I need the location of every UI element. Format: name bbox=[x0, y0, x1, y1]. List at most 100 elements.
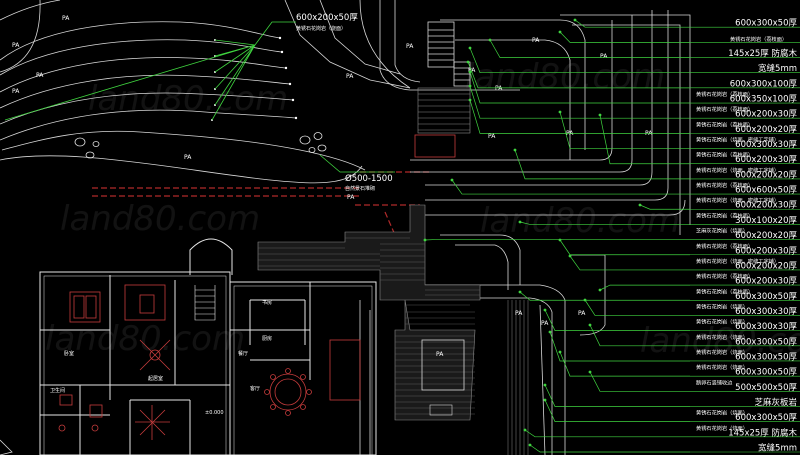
left-leader-lines bbox=[4, 39, 256, 121]
watermark-text: land80.com bbox=[45, 319, 245, 359]
legend-material-size: 600x200x20厚 bbox=[735, 170, 797, 180]
legend-material-note: 黄锈石花岗岩（荔枝面） bbox=[696, 287, 753, 295]
legend-leader bbox=[467, 61, 690, 89]
legend-leader bbox=[559, 111, 690, 149]
pa-label: PA bbox=[406, 43, 414, 50]
legend-leader bbox=[529, 444, 690, 453]
legend-material-note: 黄锈石花岗岩（荔枝面） bbox=[696, 151, 753, 159]
leader-endpoint bbox=[513, 148, 517, 152]
legend-material-size: 600x300x50厚 bbox=[735, 292, 797, 302]
leader-endpoint bbox=[468, 46, 472, 50]
legend-material-note: 黄锈石花岗岩（烧面） bbox=[696, 409, 748, 417]
legend-material-size: 600x200x20厚 bbox=[735, 231, 797, 241]
boulder-group bbox=[74, 132, 327, 159]
legend-material-note: 鹅卵石竖铺收边 bbox=[696, 378, 733, 386]
stair-in-building bbox=[194, 285, 216, 321]
legend-material-note: 黄锈石花岗岩（荔枝面） bbox=[696, 120, 753, 128]
legend-material-size: 600x200x30厚 bbox=[735, 201, 797, 211]
legend-leader bbox=[519, 291, 690, 301]
leader-endpoint bbox=[488, 38, 492, 42]
boulder-note: 自然景石堆砌 bbox=[345, 185, 375, 192]
leader-endpoint bbox=[598, 288, 602, 292]
pa-label: PA bbox=[12, 88, 20, 95]
leader-endpoint bbox=[568, 254, 572, 258]
paving-grid bbox=[258, 237, 480, 415]
legend-material-note: 黄锈石花岗岩（荔枝面） bbox=[696, 242, 753, 250]
legend-leader bbox=[451, 179, 690, 195]
legend-material-size: 600x300x30厚 bbox=[735, 140, 797, 150]
legend-leader bbox=[544, 399, 690, 423]
legend-material-size: 芝麻灰板岩 bbox=[754, 397, 797, 408]
legend-leader bbox=[559, 239, 690, 256]
legend-material-note: 黄锈石花岗岩（荔枝面） bbox=[730, 35, 787, 43]
legend-leader bbox=[639, 204, 690, 210]
pa-label: PA bbox=[488, 133, 496, 140]
legend-leader bbox=[469, 47, 690, 74]
room-label-bedroom: 卧室 bbox=[64, 350, 74, 357]
central-plaza bbox=[379, 0, 520, 91]
leader-endpoint bbox=[450, 178, 454, 182]
legend-material-note: 黄锈石花岗岩（烧面） bbox=[696, 333, 748, 341]
legend-material-note: 黄锈石花岗岩（烧面，密缝工字铺） bbox=[696, 136, 779, 144]
pa-label: PA bbox=[495, 85, 503, 92]
pa-label: PA bbox=[62, 15, 70, 22]
concentric-arcs bbox=[359, 10, 691, 455]
legend-material-size: 600x600x50厚 bbox=[735, 186, 797, 196]
legend-material-size: 600x350x100厚 bbox=[730, 95, 798, 105]
boulder-callout: Ø500-1500 自然景石堆砌 bbox=[319, 154, 395, 192]
legend-leader-dots bbox=[423, 18, 642, 447]
legend-material-size: 600x200x30厚 bbox=[735, 155, 797, 165]
central-pavilion bbox=[421, 339, 465, 391]
leader-endpoint bbox=[598, 113, 602, 117]
legend-material-size: 600x300x30厚 bbox=[735, 322, 797, 332]
legend-material-size: 600x300x100厚 bbox=[730, 79, 798, 89]
legend-material-note: 黄锈石花岗岩（荔枝面） bbox=[696, 272, 753, 280]
legend-material-note: 黄锈石花岗岩（荔枝面） bbox=[696, 211, 753, 219]
building-floor-plan bbox=[39, 238, 377, 455]
legend-material-note: 黄锈石花岗岩（烧面，密缝工字铺） bbox=[696, 166, 779, 174]
leader-endpoint bbox=[543, 383, 547, 387]
legend-leader bbox=[599, 284, 690, 291]
legend-material-size: 600x300x30厚 bbox=[735, 307, 797, 317]
leader-endpoint bbox=[466, 60, 470, 64]
legend-leader bbox=[519, 221, 690, 225]
legend-material-size: 600x200x30厚 bbox=[735, 246, 797, 256]
room-label-dining: 餐厅 bbox=[238, 350, 248, 357]
legend-material-size: 500x500x50厚 bbox=[735, 383, 797, 393]
legend-leader bbox=[514, 149, 690, 180]
leader-endpoint bbox=[523, 428, 527, 432]
legend-material-note: 黄锈石花岗岩（荔枝面） bbox=[696, 105, 753, 113]
legend-material-size: 600x300x50厚 bbox=[735, 19, 797, 29]
watermark-text: land80.com bbox=[480, 201, 680, 241]
room-labels: 卧室 起居室 餐厅 客厅 厨房 书房 卫生间 ±0.000 bbox=[50, 299, 272, 416]
pa-label: PA bbox=[346, 73, 354, 80]
watermark-text: land80.com bbox=[640, 321, 800, 361]
leader-endpoint bbox=[558, 350, 562, 354]
legend-material-note: 黄锈石花岗岩（烧面） bbox=[696, 302, 748, 310]
legend-material-size: 600x200x20厚 bbox=[735, 125, 797, 135]
leader-endpoint bbox=[423, 238, 427, 242]
pa-label: PA bbox=[578, 310, 586, 317]
leader-endpoint bbox=[528, 443, 532, 447]
leader-endpoint bbox=[543, 398, 547, 402]
leader-endpoint bbox=[518, 290, 522, 294]
timber-strip-right bbox=[507, 300, 529, 455]
top-callout: 600x200x50厚 黄锈石花岗岩（烧面） bbox=[254, 13, 358, 46]
paver-block-upper bbox=[414, 87, 471, 158]
legend-leader bbox=[544, 384, 690, 407]
leader-endpoint bbox=[638, 203, 642, 207]
legend-leader bbox=[569, 255, 690, 271]
leader-endpoint bbox=[583, 298, 587, 302]
pa-label: PA bbox=[36, 72, 44, 79]
legend-material-note: 芝麻灰花岗岩（烧面） bbox=[696, 227, 748, 235]
legend-material-note: 黄锈石花岗岩（烧面） bbox=[696, 318, 748, 326]
watermark-text: land80.com bbox=[88, 79, 288, 119]
leader-endpoint bbox=[543, 308, 547, 312]
watermark-text: land80.com bbox=[60, 199, 260, 239]
legend-material-size: 宽缝5mm bbox=[758, 443, 797, 454]
legend-material-note: 黄锈石花岗岩（烧面） bbox=[696, 424, 748, 432]
legend-material-size: 600x200x30厚 bbox=[735, 277, 797, 287]
legend-leader bbox=[589, 324, 690, 347]
pavilion-step bbox=[429, 404, 453, 416]
